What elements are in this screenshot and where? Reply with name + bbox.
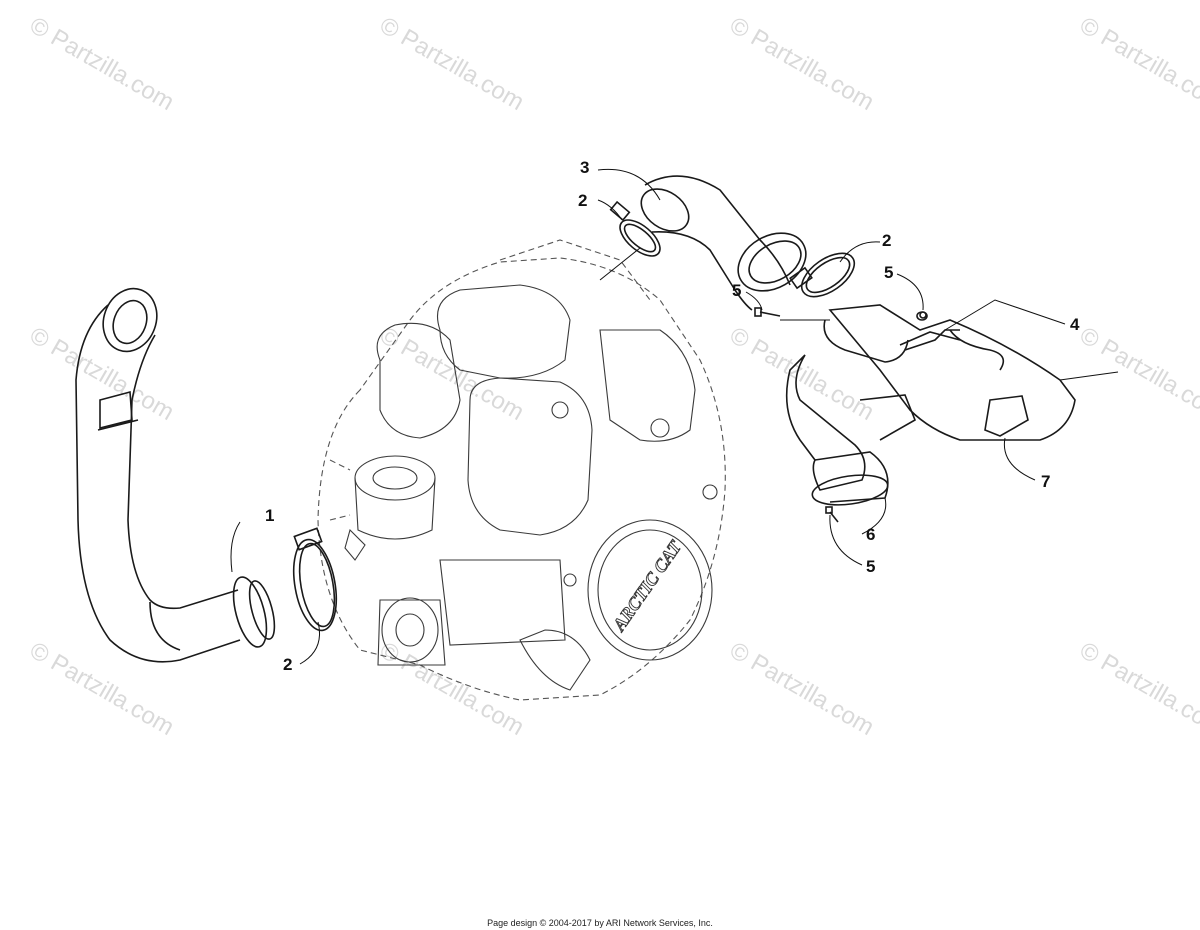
callout-5-lower: 5: [866, 557, 875, 576]
callout-4: 4: [1070, 315, 1080, 334]
callout-2-upper-left: 2: [578, 191, 587, 210]
callout-3: 3: [580, 158, 589, 177]
watermark-text: © Partzilla.com: [375, 637, 529, 741]
footer-copyright: Page design © 2004-2017 by ARI Network S…: [487, 918, 713, 928]
watermark-text: © Partzilla.com: [725, 12, 879, 116]
outlet-duct-part-6[interactable]: [785, 354, 917, 509]
hose-clamp-part-2-upper-left[interactable]: [609, 200, 666, 263]
callout-1: 1: [265, 506, 274, 525]
intake-duct-part-1[interactable]: [75, 281, 279, 663]
screw-part-5-lower[interactable]: [825, 506, 839, 523]
watermark-text: © Partzilla.com: [725, 637, 879, 741]
watermark-text: © Partzilla.com: [25, 637, 179, 741]
watermark-text: © Partzilla.com: [1075, 637, 1200, 741]
elbow-duct-part-3[interactable]: [633, 175, 816, 311]
callout-2-lower-left: 2: [283, 655, 292, 674]
callout-5-left: 5: [732, 281, 741, 300]
screw-part-5-upper-left[interactable]: [754, 307, 781, 317]
watermark-text: © Partzilla.com: [1075, 12, 1200, 116]
callout-2-upper-right: 2: [882, 231, 891, 250]
watermark-text: © Partzilla.com: [1075, 322, 1200, 426]
screw-part-5-upper-right[interactable]: [916, 311, 928, 321]
callout-7: 7: [1041, 472, 1050, 491]
hose-clamp-part-2-left[interactable]: [287, 527, 342, 633]
watermark-text: © Partzilla.com: [725, 322, 879, 426]
leader-lines: [230, 168, 1119, 665]
engine-assembly: ARCTIC CAT: [317, 239, 726, 701]
hose-clamp-part-2-upper-right[interactable]: [789, 245, 862, 306]
watermark-text: © Partzilla.com: [25, 322, 179, 426]
callout-5-upper-right: 5: [884, 263, 893, 282]
watermark-text: © Partzilla.com: [375, 12, 529, 116]
engine-logo: ARCTIC CAT: [608, 536, 685, 635]
watermark-text: © Partzilla.com: [25, 12, 179, 116]
watermark-text: © Partzilla.com: [375, 322, 529, 426]
callout-labels: 1 2 3 2 2 5 5 4 7 6 5: [265, 158, 1080, 674]
callout-6: 6: [866, 525, 875, 544]
